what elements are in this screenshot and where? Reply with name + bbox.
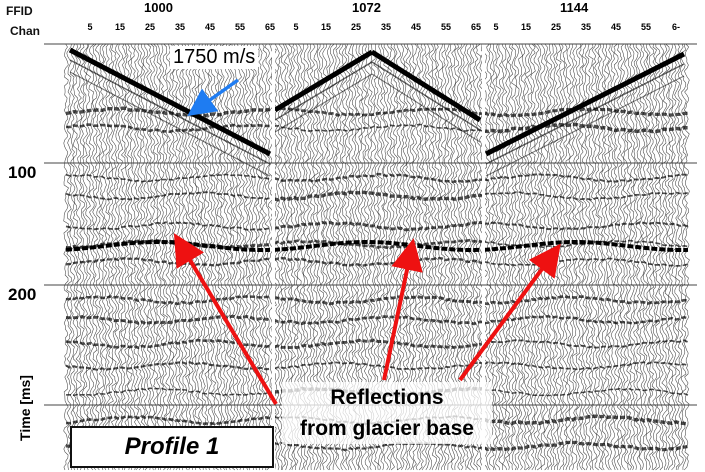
panel-divider (272, 44, 275, 472)
profile-label-box: Profile 1 (70, 426, 274, 468)
reflection-arrow (173, 233, 278, 406)
chan-tick: 15 (320, 22, 332, 32)
chan-tick: 55 (440, 22, 452, 32)
chan-tick: 25 (350, 22, 362, 32)
chan-tick: 45 (410, 22, 422, 32)
chan-tick: 65 (470, 22, 482, 32)
ffid-value-1: 1000 (144, 0, 173, 15)
chan-tick: 35 (380, 22, 392, 32)
reflection-arrow (382, 238, 423, 381)
profile-label: Profile 1 (124, 433, 220, 460)
velocity-annotation: 1750 m/s (170, 46, 259, 69)
chan-tick: 6- (671, 22, 681, 32)
chan-tick: 5 (87, 22, 93, 32)
direct-wave-arrivals (68, 47, 686, 177)
chan-tick: 5 (293, 22, 299, 32)
chan-tick: 25 (550, 22, 562, 32)
ffid-value-2: 1072 (352, 0, 381, 15)
panel-divider (482, 44, 485, 472)
chan-tick: 35 (580, 22, 592, 32)
chan-axis-label: Chan (10, 24, 40, 38)
chan-tick: 45 (610, 22, 622, 32)
reflections-annotation: Reflections from glacier base (282, 382, 492, 444)
chan-tick: 55 (640, 22, 652, 32)
ffid-value-3: 1144 (560, 0, 589, 15)
ffid-axis-label: FFID (6, 4, 33, 18)
velocity-arrow (187, 78, 240, 117)
reflections-line-2: from glacier base (300, 417, 474, 440)
chan-tick: 45 (204, 22, 216, 32)
y-tick-200: 200 (8, 285, 37, 304)
chan-tick: 15 (114, 22, 126, 32)
chan-tick: 25 (144, 22, 156, 32)
chan-tick: 15 (520, 22, 532, 32)
chan-tick: 5 (493, 22, 499, 32)
y-tick-100: 100 (8, 163, 37, 182)
y-axis-label: Time [ms] (16, 375, 33, 441)
chan-tick: 55 (234, 22, 246, 32)
chan-tick: 35 (174, 22, 186, 32)
chan-tick: 65 (264, 22, 276, 32)
reflection-arrow (458, 243, 561, 382)
reflections-line-1: Reflections (330, 386, 444, 409)
